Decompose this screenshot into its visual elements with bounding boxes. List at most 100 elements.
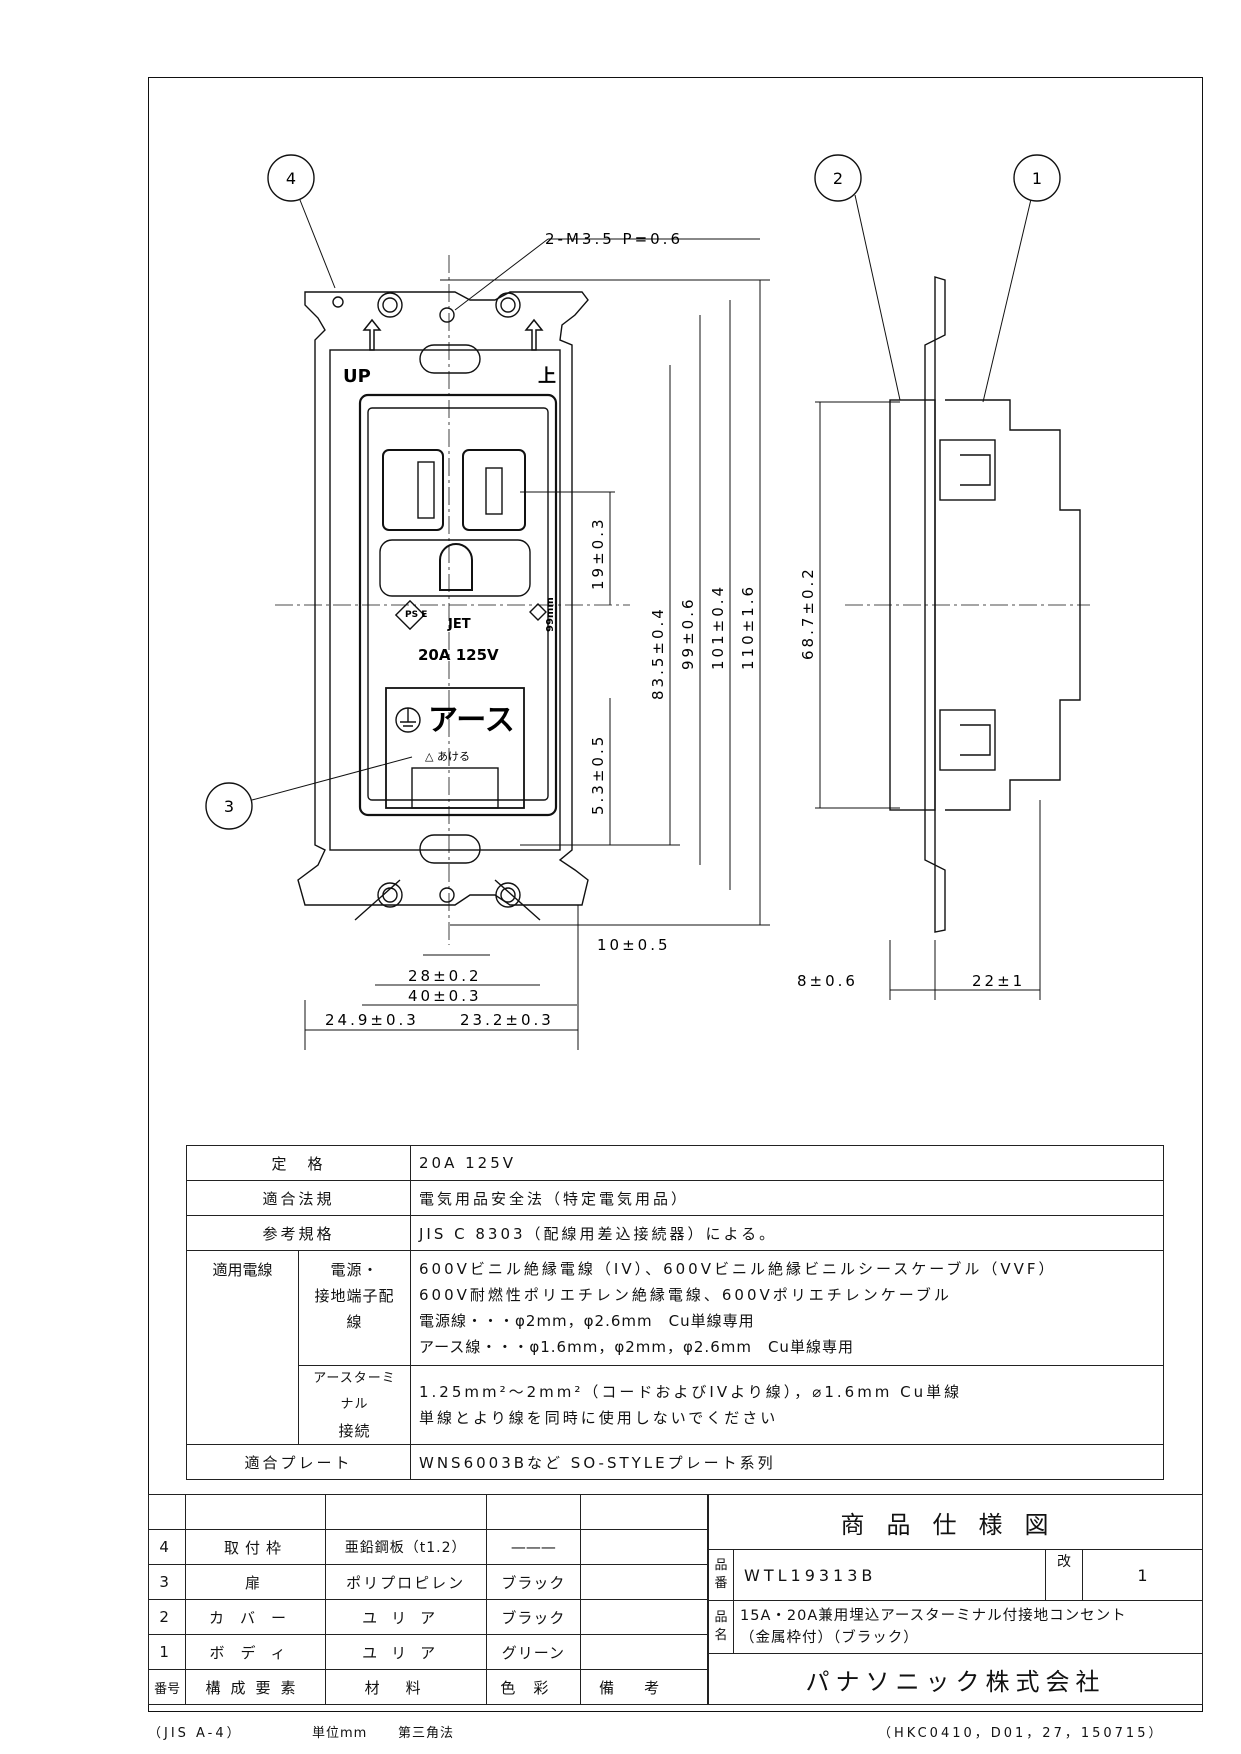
law-value: 電気用品安全法（特定電気用品） <box>410 1180 1164 1216</box>
ban-char: 番 <box>714 1576 728 1591</box>
part-no: 4 <box>147 1529 187 1565</box>
part-note <box>580 1634 708 1670</box>
cover-body <box>358 393 558 817</box>
side-terminal-bottom <box>939 709 996 771</box>
up-label: UP <box>343 366 371 387</box>
dim-28: 28±0.2 <box>408 967 482 985</box>
dim-83: 83.5±0.4 <box>649 606 667 700</box>
projection-label: 第三角法 <box>398 1726 455 1741</box>
balloon-3 <box>205 782 253 830</box>
part-color: ——— <box>485 1529 582 1565</box>
part-material: ユリア <box>324 1599 487 1635</box>
balloon-1 <box>1013 154 1061 202</box>
part-material: 亜鉛鋼板（t1.2） <box>324 1529 487 1565</box>
ground-hole <box>439 543 473 591</box>
plate-label: 適合プレート <box>186 1444 411 1480</box>
socket-slot-left <box>382 449 444 531</box>
power-label-1: 電源・ <box>330 1261 379 1279</box>
earth-line-2: 単線とより線を同時に使用しないでください <box>419 1409 779 1427</box>
earth-values: 1.25mm²～2mm²（コードおよびIVより線），⌀1.6mm Cu単線 単線… <box>410 1365 1164 1445</box>
side-mark: 99mm <box>545 597 556 632</box>
part-no: 2 <box>147 1599 187 1635</box>
pse-label: PS E <box>405 610 427 620</box>
power-line-2: 600V耐燃性ポリエチレン絶縁電線、600Vポリエチレンケーブル <box>419 1286 952 1304</box>
earth-terminal-label: アースターミナル 接続 <box>298 1365 411 1445</box>
hin-char: 品 <box>714 1610 728 1625</box>
part-note <box>580 1564 708 1600</box>
company-name: パナソニック株式会社 <box>708 1653 1203 1705</box>
part-name: カバー <box>185 1599 326 1635</box>
open-label: △ あける <box>425 750 470 763</box>
power-label-2: 接地端子配線 <box>314 1287 395 1331</box>
drawing-title: 商品仕様図 <box>708 1494 1203 1550</box>
header-color: 色彩 <box>485 1669 582 1705</box>
wire-label: 適用電線 <box>186 1250 299 1445</box>
door-tab <box>411 767 499 809</box>
dim-8: 8±0.6 <box>797 972 858 990</box>
drawing-frame <box>148 77 1203 1712</box>
rev-value: 1 <box>1082 1549 1203 1601</box>
hinmei-label: 品 名 <box>708 1600 734 1654</box>
power-line-3: 電源線・・・φ2mm，φ2.6mm Cu単線専用 <box>419 1312 755 1330</box>
earth-label-2: 接続 <box>338 1422 371 1440</box>
balloon-2-text: 2 <box>833 169 843 188</box>
dim-10: 10±0.5 <box>597 936 671 954</box>
product-name: 15A・20A兼用埋込アースターミナル付接地コンセント （金属枠付）（ブラック） <box>733 1600 1203 1654</box>
dim-687: 68.7±0.2 <box>799 566 817 660</box>
slot-l-blade <box>417 461 435 519</box>
device-rating: 20A 125V <box>418 646 499 664</box>
jp-up-label: 上 <box>538 366 556 387</box>
technical-drawing: 4 2 1 3 2-M3.5 P=0.6 UP 上 20A 125V JET P… <box>205 154 1090 1050</box>
header-no: 番号 <box>147 1669 187 1705</box>
doc-code: （HKC0410，D01，27，150715） <box>878 1726 1165 1741</box>
unit-label: 単位mm <box>312 1726 368 1741</box>
balloon-2 <box>814 154 862 202</box>
plate-value: WNS6003Bなど SO-STYLEプレート系列 <box>410 1444 1164 1480</box>
earth-label: アース <box>428 703 515 738</box>
header-name: 構成要素 <box>185 1669 326 1705</box>
side-terminal-top <box>939 439 996 501</box>
part-row: 2 カバー ユリア ブラック <box>147 1599 708 1635</box>
balloon-4 <box>267 154 315 202</box>
product-name-2: （金属枠付）（ブラック） <box>740 1630 919 1646</box>
dim-22: 22±1 <box>972 972 1025 990</box>
part-number: WTL19313B <box>733 1549 1046 1601</box>
frame-inner <box>329 349 561 851</box>
power-values: 600Vビニル絶縁電線（IV）、600Vビニル絶縁ビニルシースケーブル（VVF）… <box>410 1250 1164 1366</box>
hinban-label: 品 番 <box>708 1549 734 1601</box>
part-name: 取付枠 <box>185 1529 326 1565</box>
dim-101: 101±0.4 <box>709 584 727 670</box>
part-row: 1 ボディ ユリア グリーン <box>147 1634 708 1670</box>
product-name-1: 15A・20A兼用埋込アースターミナル付接地コンセント <box>740 1608 1127 1624</box>
dim-40: 40±0.3 <box>408 987 482 1005</box>
dim-99: 99±0.6 <box>679 596 697 670</box>
law-label: 適合法規 <box>186 1180 411 1216</box>
power-line-4: アース線・・・φ1.6mm，φ2mm，φ2.6mm Cu単線専用 <box>419 1338 854 1356</box>
balloon-3-text: 3 <box>224 797 234 816</box>
part-color: ブラック <box>485 1564 582 1600</box>
part-color: グリーン <box>485 1634 582 1670</box>
part-material: ユリア <box>324 1634 487 1670</box>
part-color: ブラック <box>485 1599 582 1635</box>
rev-label: 改 <box>1045 1549 1083 1601</box>
earth-line-1: 1.25mm²～2mm²（コードおよびIVより線），⌀1.6mm Cu単線 <box>419 1383 963 1401</box>
std-value: JIS C 8303（配線用差込接続器）による。 <box>410 1215 1164 1251</box>
rating-value: 20A 125V <box>410 1145 1164 1181</box>
slot-r-blade <box>485 467 503 515</box>
earth-label-1: アースターミナル <box>313 1371 396 1412</box>
mei-char: 名 <box>714 1628 728 1643</box>
part-note <box>580 1599 708 1635</box>
parts-table: 4 取付枠 亜鉛鋼板（t1.2） ——— 3 扉 ポリプロピレン ブラック 2 … <box>147 1494 708 1705</box>
header-note: 備考 <box>580 1669 708 1705</box>
title-block: 商品仕様図 品 番 WTL19313B 改 1 品 名 15A・20A兼用埋込ア… <box>708 1494 1203 1705</box>
dim-232: 23.2±0.3 <box>460 1011 554 1029</box>
part-name: 扉 <box>185 1564 326 1600</box>
part-note <box>580 1529 708 1565</box>
power-line-1: 600Vビニル絶縁電線（IV）、600Vビニル絶縁ビニルシースケーブル（VVF） <box>419 1260 1057 1278</box>
screw-label: 2-M3.5 P=0.6 <box>545 230 683 248</box>
jet-label: JET <box>447 617 471 632</box>
side-frame <box>924 276 946 933</box>
paper-size: （JIS A-4） <box>148 1726 243 1741</box>
cover-inner <box>367 407 549 801</box>
part-row: 3 扉 ポリプロピレン ブラック <box>147 1564 708 1600</box>
